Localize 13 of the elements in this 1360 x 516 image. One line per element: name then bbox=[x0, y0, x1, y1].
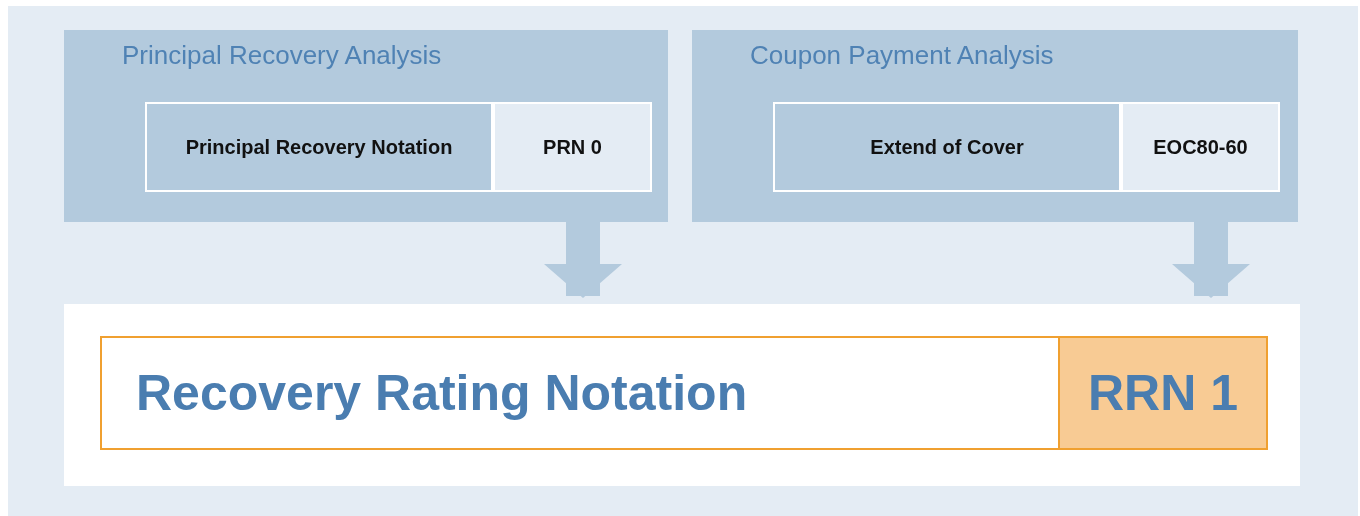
panel-title: Principal Recovery Analysis bbox=[122, 40, 442, 71]
panel-title: Coupon Payment Analysis bbox=[750, 40, 1054, 71]
label-cell: Principal Recovery Notation bbox=[145, 102, 493, 192]
analysis-panel bbox=[64, 30, 668, 222]
block-arrow bbox=[1172, 222, 1250, 298]
label-cell: Extend of Cover bbox=[773, 102, 1121, 192]
analysis-panel bbox=[692, 30, 1298, 222]
result-label-box: Recovery Rating Notation bbox=[100, 336, 1058, 450]
value-cell: PRN 0 bbox=[493, 102, 652, 192]
value-cell: EOC80-60 bbox=[1121, 102, 1280, 192]
result-panel bbox=[64, 304, 1300, 486]
block-arrow bbox=[544, 222, 622, 298]
result-value-box: RRN 1 bbox=[1058, 336, 1268, 450]
